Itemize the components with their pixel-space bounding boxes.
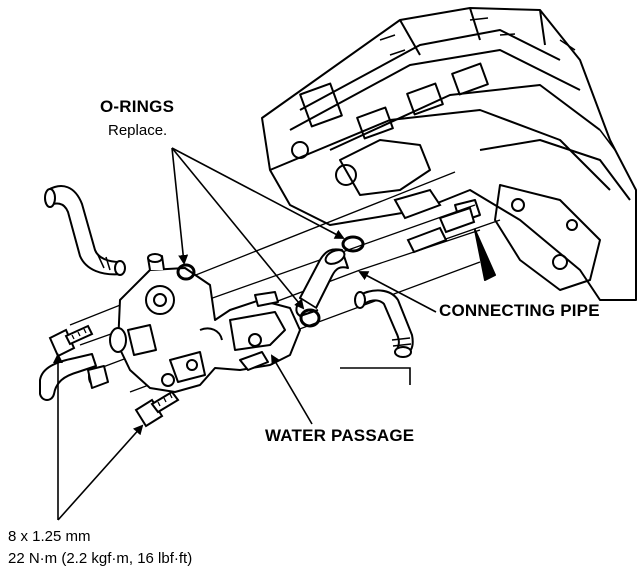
water-passage	[354, 289, 414, 358]
bypass-hose-lower	[39, 353, 109, 401]
pipe-fittings	[393, 188, 476, 254]
bolt-lower	[134, 390, 180, 428]
water-passage-label: WATER PASSAGE	[265, 426, 415, 445]
leader-lines	[53, 147, 437, 521]
torque-spec-label: 22 N·m (2.2 kgf·m, 16 lbf·ft)	[8, 550, 193, 567]
o-ring-middle	[299, 308, 321, 328]
engine-block	[261, 7, 637, 301]
o-ring-left	[176, 263, 196, 281]
bolt-size-label: 8 x 1.25 mm	[8, 528, 91, 545]
bolt-upper-left	[48, 324, 94, 358]
connecting-pipe	[295, 248, 349, 317]
o-ring-right	[341, 235, 365, 253]
replace-note: Replace.	[108, 122, 168, 139]
o-rings-label: O-RINGS	[100, 97, 175, 116]
bypass-hose-upper	[44, 185, 126, 276]
connecting-pipe-label: CONNECTING PIPE	[439, 301, 600, 320]
thermostat-housing	[109, 253, 301, 393]
